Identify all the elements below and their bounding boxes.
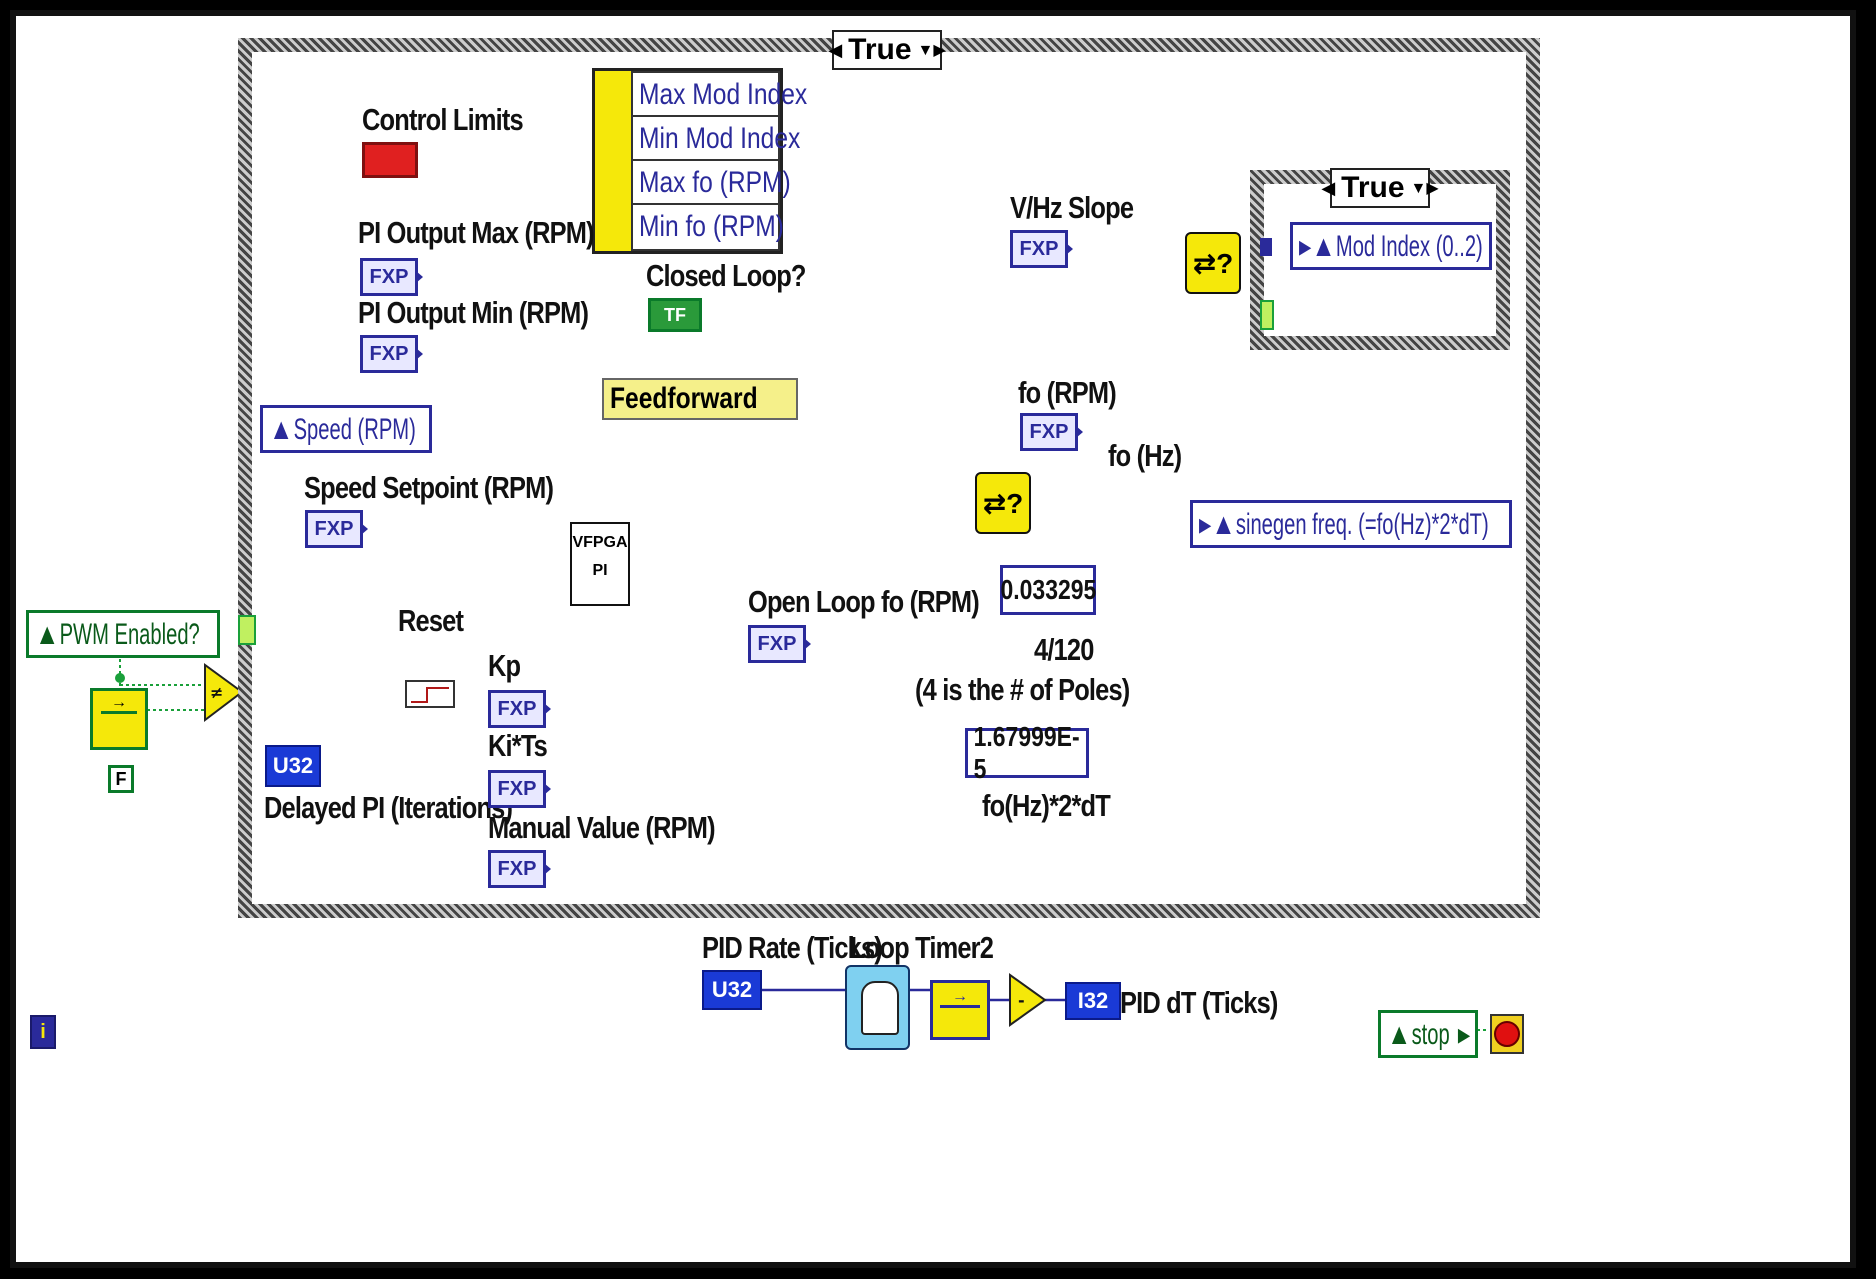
open-loop-fo-label: Open Loop fo (RPM) <box>748 584 980 619</box>
speed-setpoint-label: Speed Setpoint (RPM) <box>304 470 554 505</box>
in-range-coerce-node-2[interactable]: ⇄? <box>975 472 1031 534</box>
dropdown-icon[interactable]: ▼▶ <box>917 42 946 59</box>
inner-case-selector[interactable]: ◀ True ▼▶ <box>1321 168 1439 208</box>
pid-rate-terminal[interactable]: U32 <box>702 970 762 1010</box>
speed-setpoint-terminal[interactable]: FXP <box>305 510 368 548</box>
bundle-item-min-mod-index[interactable]: Min Mod Index <box>631 115 800 163</box>
fo-hz-label: fo (Hz) <box>1108 438 1182 473</box>
mod-index-indicator[interactable]: ▸▲Mod Index (0..2) <box>1290 222 1492 270</box>
timer-shift-register-icon[interactable]: → <box>930 980 990 1040</box>
block-diagram: + x x x - ≠ ◀ True ▼▶ ◀ True ▼▶ ▸▲Mod In… <box>10 10 1856 1268</box>
subvi-name-line-1: VFPGA <box>572 534 628 551</box>
case-selector[interactable]: ◀ True ▼▶ <box>828 30 946 70</box>
loop-timer-label: Loop Timer2 <box>850 930 994 965</box>
unbundle-by-name[interactable]: Max Mod Index Min Mod Index Max fo (RPM)… <box>592 68 807 254</box>
control-limits-label: Control Limits <box>362 102 524 137</box>
feedforward-label: Feedforward <box>602 378 799 420</box>
manual-value-label: Manual Value (RPM) <box>488 810 716 845</box>
stop-icon <box>1494 1021 1520 1047</box>
step-icon <box>411 687 449 703</box>
ki-ts-label: Ki*Ts <box>488 728 548 763</box>
shift-register-icon[interactable]: → <box>90 688 148 750</box>
bundle-item-max-mod-index[interactable]: Max Mod Index <box>631 71 807 119</box>
open-loop-fo-terminal[interactable]: FXP <box>748 625 811 663</box>
svg-text:≠: ≠ <box>210 683 223 702</box>
delayed-pi-label: Delayed PI (Iterations) <box>264 790 513 825</box>
case-selector-value: True <box>848 33 912 66</box>
dt-formula-note: fo(Hz)*2*dT <box>982 788 1111 823</box>
fo-rpm-label: fo (RPM) <box>1018 375 1117 410</box>
ki-ts-terminal[interactable]: FXP <box>488 770 551 808</box>
subvi-name-line-2: PI <box>592 562 608 579</box>
closed-loop-label: Closed Loop? <box>646 258 806 293</box>
poles-ratio-note: 4/120 <box>1034 632 1094 667</box>
dt-constant[interactable]: 1.67999E-5 <box>965 721 1089 784</box>
pi-output-max-terminal[interactable]: FXP <box>360 258 423 296</box>
pi-output-min-label: PI Output Min (RPM) <box>358 295 589 330</box>
poles-count-note: (4 is the # of Poles) <box>915 672 1130 707</box>
pid-dt-label: PID dT (Ticks) <box>1120 985 1278 1020</box>
vhz-slope-label: V/Hz Slope <box>1010 190 1134 225</box>
pi-output-max-label: PI Output Max (RPM) <box>358 215 595 250</box>
delayed-pi-terminal[interactable]: U32 <box>265 745 321 787</box>
metronome-icon <box>861 981 899 1035</box>
control-limits-terminal[interactable] <box>362 142 418 178</box>
decrement-icon[interactable]: ◀ <box>828 39 843 60</box>
reset-label: Reset <box>398 603 464 638</box>
vhz-slope-terminal[interactable]: FXP <box>1010 230 1073 268</box>
delay-node-icon[interactable] <box>405 680 455 708</box>
pi-output-min-terminal[interactable]: FXP <box>360 335 423 373</box>
case-selector-terminal[interactable] <box>238 615 256 645</box>
kp-label: Kp <box>488 648 521 683</box>
tunnel <box>1260 238 1272 256</box>
speed-indicator[interactable]: ▲Speed (RPM)▸ <box>260 405 432 453</box>
decrement-icon[interactable]: ◀ <box>1321 177 1336 198</box>
in-range-coerce-node-1[interactable]: ⇄? <box>1185 232 1241 294</box>
sinegen-freq-indicator[interactable]: ▸▲sinegen freq. (=fo(Hz)*2*dT) <box>1190 500 1512 548</box>
inner-case-selector-terminal[interactable] <box>1260 300 1274 330</box>
svg-text:-: - <box>1018 991 1025 1010</box>
fo-rpm-terminal[interactable]: FXP <box>1020 413 1083 451</box>
closed-loop-terminal[interactable]: TF <box>648 298 702 332</box>
pwm-enabled-indicator[interactable]: ▲PWM Enabled?▸ <box>26 610 220 658</box>
stop-indicator[interactable]: ▲stop▸ <box>1378 1010 1478 1058</box>
fpga-pi-subvi[interactable]: VFPGA PI <box>570 522 630 606</box>
bundle-item-min-fo[interactable]: Min fo (RPM) <box>631 203 784 251</box>
pid-dt-terminal[interactable]: I32 <box>1065 982 1121 1020</box>
inner-case-selector-value: True <box>1341 171 1405 204</box>
poles-ratio-constant[interactable]: 0.033295 <box>1000 565 1096 615</box>
bundle-item-max-fo[interactable]: Max fo (RPM) <box>631 159 791 207</box>
pid-rate-label: PID Rate (Ticks) <box>702 930 883 965</box>
not-equal-node <box>204 663 244 723</box>
false-constant[interactable]: F <box>108 765 134 793</box>
manual-value-terminal[interactable]: FXP <box>488 850 551 888</box>
dropdown-icon[interactable]: ▼▶ <box>1410 180 1439 197</box>
subtract-node <box>1009 973 1047 1027</box>
loop-timer-icon[interactable] <box>845 965 910 1050</box>
stop-button[interactable] <box>1490 1014 1524 1054</box>
iteration-terminal[interactable]: i <box>30 1015 56 1049</box>
kp-terminal[interactable]: FXP <box>488 690 551 728</box>
